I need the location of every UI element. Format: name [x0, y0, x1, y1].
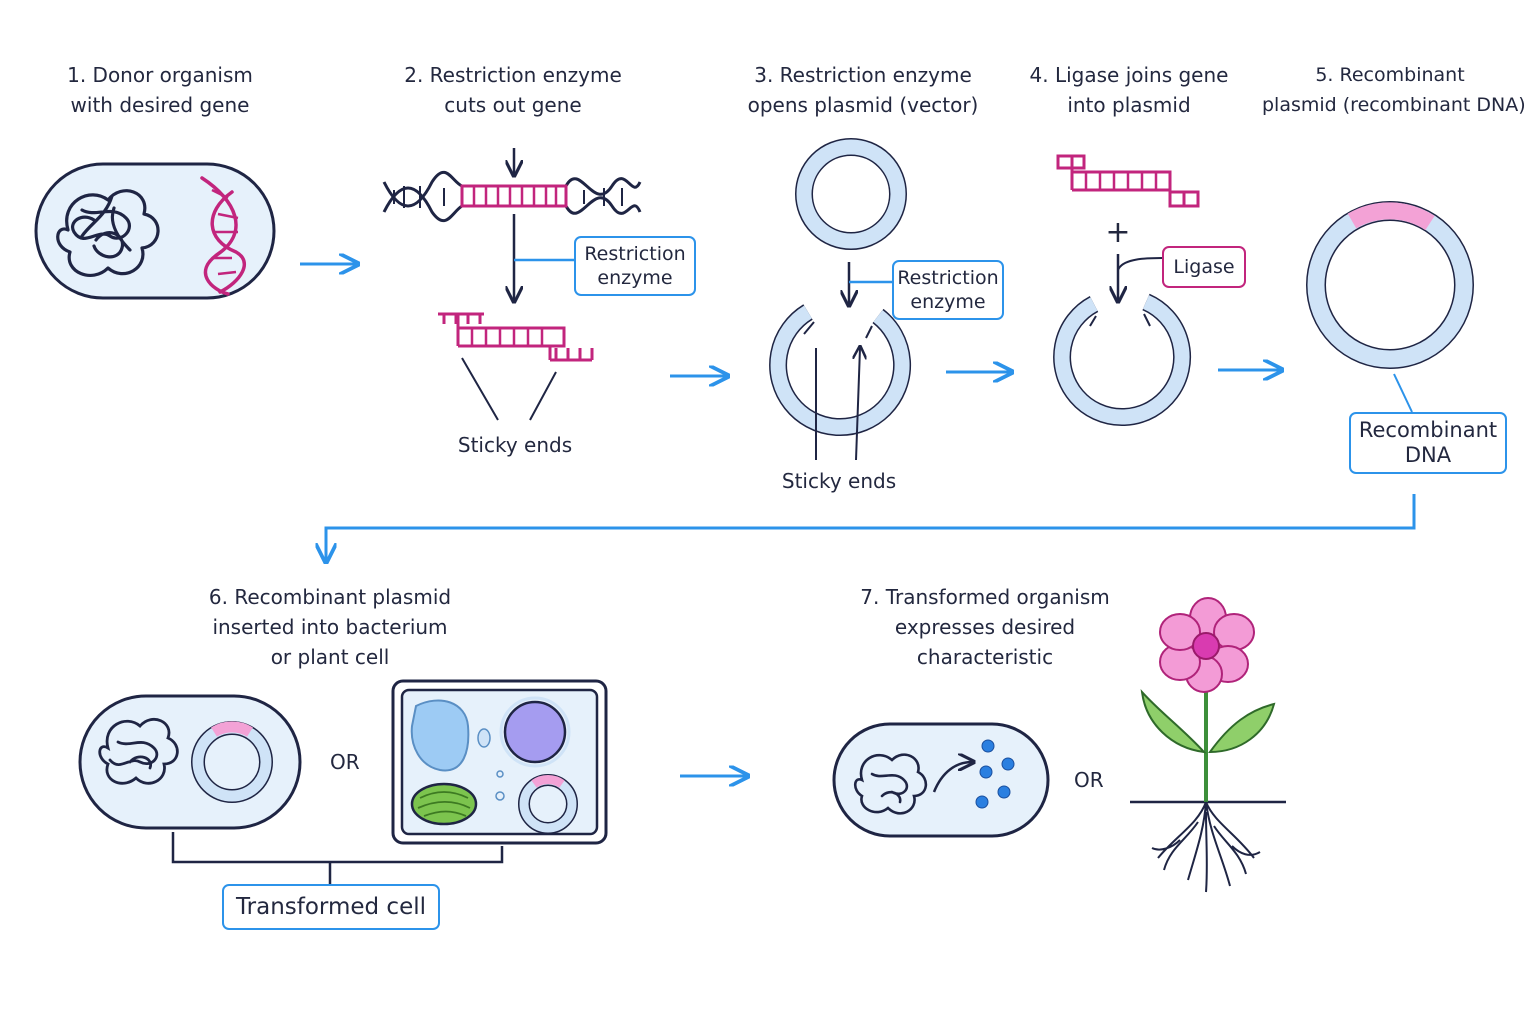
step-2-title-line-1: 2. Restriction enzyme — [404, 63, 622, 87]
step-6-title-line-2: inserted into bacterium — [212, 615, 448, 639]
recombinant-plasmid-icon — [1306, 201, 1474, 369]
step-4-title-line-1: 4. Ligase joins gene — [1029, 63, 1229, 87]
restriction-enzyme-box-1-line-1: Restriction — [584, 243, 686, 265]
restriction-enzyme-box-2-line-1: Restriction — [897, 267, 999, 289]
restriction-enzyme-box-1-line-2: enzyme — [597, 267, 673, 289]
step-3-title-line-1: 3. Restriction enzyme — [754, 63, 972, 87]
step-1-title-line-1: 1. Donor organism — [67, 63, 253, 87]
enzyme-leader-line-2 — [849, 270, 896, 284]
sticky-ends-label-1: Sticky ends — [430, 430, 600, 460]
plus-sign: + — [1098, 218, 1138, 248]
gene-fragment-icon — [1056, 154, 1200, 208]
restriction-enzyme-box-1: Restriction enzyme — [574, 236, 696, 296]
opened-plasmid-icon — [769, 304, 912, 437]
step-5-title-line-2: plasmid (recombinant DNA) — [1262, 94, 1526, 116]
recombinant-dna-box: Recombinant DNA — [1349, 412, 1507, 474]
sticky-ends-label-2: Sticky ends — [754, 466, 924, 496]
connector-arrow — [326, 494, 1416, 560]
step-5-title-line-1: 5. Recombinant — [1315, 64, 1465, 86]
sticky-ends-pointer-1 — [461, 357, 557, 421]
ligase-label: Ligase — [1173, 256, 1235, 278]
flower-plant-icon — [1130, 597, 1286, 893]
dna-helix-icon — [200, 176, 247, 296]
transformed-cell-label: Transformed cell — [235, 894, 427, 920]
step-1-title-line-2: with desired gene — [70, 93, 250, 117]
dna-strand-icon — [382, 171, 642, 222]
or-label-2: OR — [1074, 768, 1104, 792]
step-7-title: 7. Transformed organism expresses desire… — [850, 582, 1120, 672]
step-4-title: 4. Ligase joins gene into plasmid — [1018, 60, 1240, 120]
step-5-title: 5. Recombinant plasmid (recombinant DNA) — [1262, 60, 1526, 120]
step-6-title-line-1: 6. Recombinant plasmid — [208, 585, 452, 609]
step-2-title: 2. Restriction enzyme cuts out gene — [388, 60, 638, 120]
or-label-2-text: OR — [1074, 768, 1104, 792]
step-7-title-line-1: 7. Transformed organism — [860, 585, 1110, 609]
donor-bacterium-icon — [34, 162, 276, 300]
cut-gene-fragment-icon — [438, 312, 594, 362]
expressing-bacterium-icon — [832, 722, 1050, 838]
plus-sign-text: + — [1105, 215, 1131, 250]
plant-cell-icon — [391, 679, 608, 845]
transformed-bacterium-icon — [78, 694, 302, 830]
step-6-title: 6. Recombinant plasmid inserted into bac… — [190, 582, 470, 672]
or-label-1-text: OR — [330, 750, 360, 774]
step-4-title-line-2: into plasmid — [1067, 93, 1191, 117]
sticky-ends-pointer-2 — [815, 348, 860, 461]
ligase-box: Ligase — [1162, 246, 1246, 288]
step-1-title: 1. Donor organism with desired gene — [40, 60, 280, 120]
or-label-1: OR — [330, 750, 360, 774]
step-7-title-line-3: characteristic — [916, 645, 1054, 669]
step-3-title: 3. Restriction enzyme opens plasmid (vec… — [736, 60, 990, 120]
chromosome-tangle-icon — [56, 189, 160, 277]
restriction-enzyme-box-2: Restriction enzyme — [892, 260, 1004, 320]
opened-plasmid-icon-2 — [1053, 293, 1192, 427]
protein-dots-icon — [975, 739, 1015, 809]
recombinant-leader-line — [1393, 373, 1413, 413]
step-6-title-line-3: or plant cell — [270, 645, 390, 669]
sticky-ends-label-1-text: Sticky ends — [457, 433, 573, 457]
recombinant-dna-line-2: DNA — [1404, 443, 1452, 467]
restriction-enzyme-box-2-line-2: enzyme — [910, 291, 986, 313]
transformed-bracket — [171, 832, 504, 884]
step-3-title-line-2: opens plasmid (vector) — [747, 93, 979, 117]
ligase-leader-line — [1117, 257, 1163, 271]
recombinant-dna-line-1: Recombinant — [1358, 418, 1498, 442]
step-7-title-line-2: expresses desired — [894, 615, 1076, 639]
sticky-ends-label-2-text: Sticky ends — [781, 469, 897, 493]
transformed-cell-box: Transformed cell — [222, 884, 440, 930]
step-2-title-line-2: cuts out gene — [444, 93, 582, 117]
plasmid-icon — [795, 138, 907, 250]
